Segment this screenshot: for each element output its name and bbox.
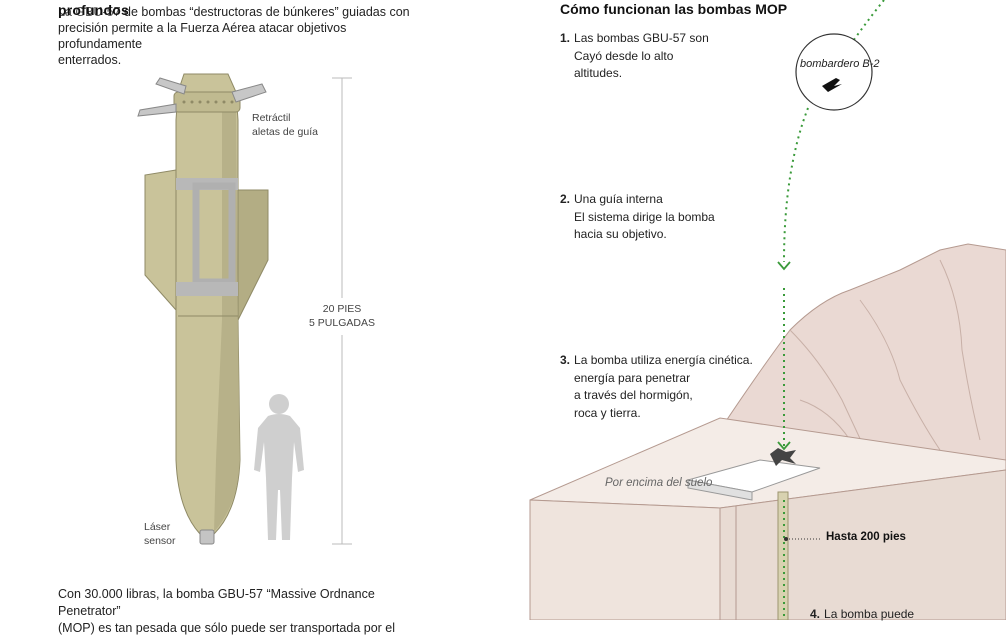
step-2-line-3: hacia su objetivo. [574, 227, 667, 241]
laser-label-line-1: Láser [144, 521, 171, 533]
step-4-number: 4. [810, 607, 821, 621]
step-2-line-2: El sistema dirige la bomba [574, 209, 715, 224]
step-2: 2.Una guía interna El sistema dirige la … [560, 191, 715, 244]
depth-marker [784, 537, 822, 541]
trajectory-arrow-icon [777, 261, 791, 451]
ground-cross-section [529, 417, 1006, 620]
bomber-circle [795, 33, 873, 111]
length-label-line-2: 5 PULGADAS [309, 317, 375, 329]
fins-label: Retráctil aletas de guía [252, 111, 318, 139]
gbu57-bomb-illustration [137, 73, 269, 545]
intro-line-1-text: de bombas “destructoras de búnkeres” gui… [124, 5, 410, 19]
bomber-label: bombardero B-2 [800, 58, 880, 70]
bottom-line-2: (MOP) es tan pesada que sólo puede ser t… [58, 621, 396, 635]
human-silhouette-icon [254, 394, 304, 540]
length-label: 20 PIES 5 PULGADAS [296, 302, 388, 330]
intro-paragraph: profundos La GBU-57 de bombas “destructo… [58, 2, 428, 68]
step-1-line-2: Cayó desde lo alto [574, 48, 674, 63]
step-3-line-2: energía para penetrar [574, 370, 691, 385]
step-1: 1.Las bombas GBU-57 son Cayó desde lo al… [560, 30, 709, 83]
surface-label: Por encima del suelo [605, 477, 713, 489]
step-1-line-1: Las bombas GBU-57 son [574, 31, 709, 45]
length-dimension-line [332, 77, 352, 545]
step-3-line-4: roca y tierra. [574, 405, 641, 420]
step-4: 4.La bomba puede [810, 606, 914, 624]
bottom-line-1: Con 30.000 libras, la bomba GBU-57 “Mass… [58, 587, 375, 618]
b2-bomber-icon [822, 78, 842, 92]
section-title: Cómo funcionan las bombas MOP [560, 1, 788, 17]
fins-label-line-2: aletas de guía [252, 126, 318, 138]
step-1-number: 1. [560, 31, 571, 45]
intro-line-3: enterrados. [58, 53, 122, 67]
fins-label-line-1: Retráctil [252, 112, 291, 124]
depth-label: Hasta 200 pies [826, 531, 906, 543]
illustration-canvas [137, 0, 1006, 620]
intro-line-2: precisión permite a la Fuerza Aérea atac… [58, 21, 347, 51]
step-3-line-1: La bomba utiliza energía cinética. [574, 353, 753, 367]
bottom-paragraph: Con 30.000 libras, la bomba GBU-57 “Mass… [58, 586, 438, 637]
intro-line-1: La GBU-57 de bombas “destructoras de bún… [58, 4, 428, 20]
step-1-line-3: altitudes. [574, 66, 623, 80]
step-2-number: 2. [560, 192, 571, 206]
laser-sensor-label: Láser sensor [144, 520, 176, 548]
laser-label-line-2: sensor [144, 535, 176, 547]
step-4-line-1: La bomba puede [824, 607, 915, 621]
overlay-heading: profundos [58, 2, 130, 18]
step-3-number: 3. [560, 353, 571, 367]
length-label-line-1: 20 PIES [322, 303, 362, 315]
intro-prefix: La GBU-57 [58, 5, 121, 19]
step-2-line-1: Una guía interna [574, 192, 663, 206]
step-3: 3.La bomba utiliza energía cinética. ene… [560, 352, 753, 422]
step-3-line-3: a través del hormigón, [574, 388, 693, 402]
